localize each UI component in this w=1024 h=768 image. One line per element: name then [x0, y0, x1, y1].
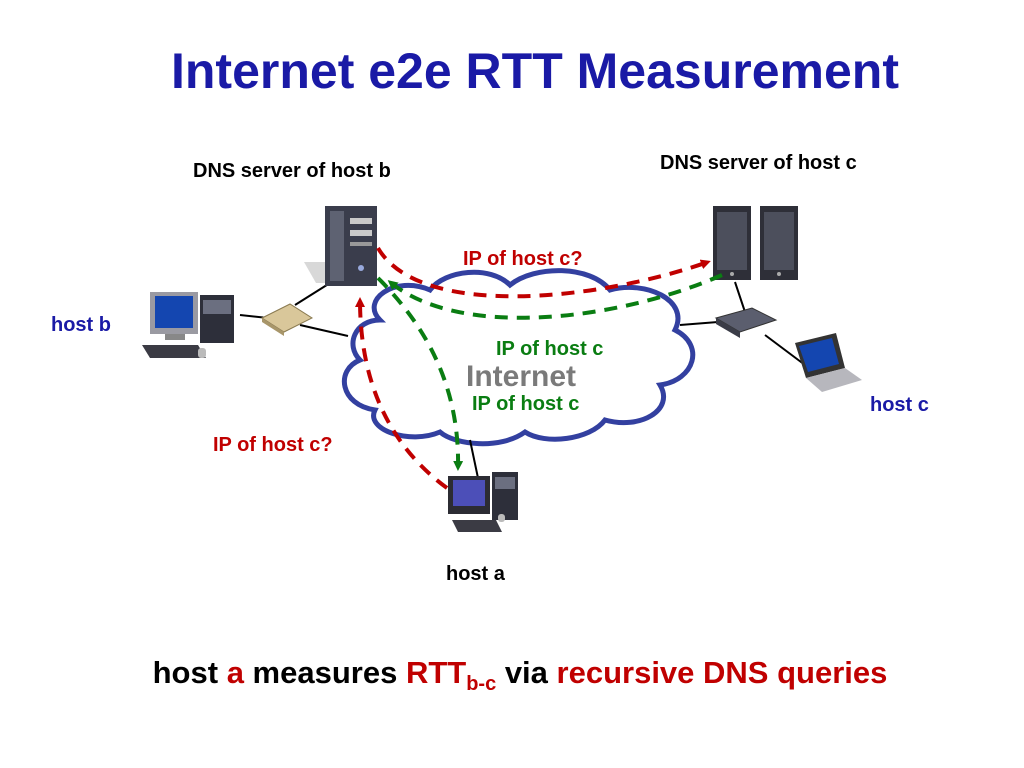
caption-part1: host	[152, 655, 227, 690]
link-dnsb-routerb	[294, 282, 331, 306]
internet-cloud	[341, 268, 696, 447]
dns-server-b-icon	[304, 206, 377, 286]
reply-label-mid: IP of host c	[496, 338, 604, 360]
router-c-icon	[714, 307, 778, 338]
caption-part3: measures	[243, 655, 406, 690]
caption-host-a: a	[226, 655, 244, 690]
reply-arrow-dnsc-to-dnsb	[387, 273, 723, 320]
link-routerb-cloud	[299, 324, 349, 337]
host-a-computer-icon	[448, 472, 518, 532]
host-b-computer-icon	[142, 292, 234, 358]
caption-method: recursive DNS queries	[556, 655, 888, 690]
host-c-laptop-icon	[795, 333, 862, 392]
links	[239, 281, 806, 479]
dns-server-b-label: DNS server of host b	[193, 160, 391, 182]
caption: host a measures RTTb-c via recursive DNS…	[0, 655, 1024, 696]
query-label-left: IP of host c?	[213, 434, 333, 456]
caption-part5: via	[496, 655, 557, 690]
query-label-top: IP of host c?	[463, 248, 583, 270]
caption-rtt: RTTb-c	[405, 655, 496, 695]
reply-label-low: IP of host c	[472, 393, 580, 415]
caption-rtt-sub: b-c	[466, 673, 497, 696]
internet-label: Internet	[466, 360, 577, 393]
dns-server-c-label: DNS server of host c	[660, 152, 857, 174]
page-title: Internet e2e RTT Measurement	[171, 43, 899, 99]
link-dnsc-routerc	[734, 281, 746, 313]
caption-rtt-text: RTT	[405, 655, 467, 690]
query-arrow-dnsb-to-dnsc	[376, 246, 711, 299]
reply-arrow-dnsb-to-a	[376, 276, 464, 471]
host-c-label: host c	[870, 394, 929, 416]
link-cloud-routerc	[679, 321, 719, 326]
host-a-label: host a	[446, 563, 505, 585]
host-b-label: host b	[51, 314, 111, 336]
link-routerc-hostc	[764, 334, 806, 366]
dns-server-c-icon	[713, 206, 798, 280]
reply-arrows	[376, 273, 723, 471]
router-b-icon	[260, 303, 314, 336]
query-arrows	[355, 246, 711, 490]
link-cloud-hosta	[469, 439, 479, 479]
query-arrow-a-to-dnsb	[355, 297, 449, 490]
